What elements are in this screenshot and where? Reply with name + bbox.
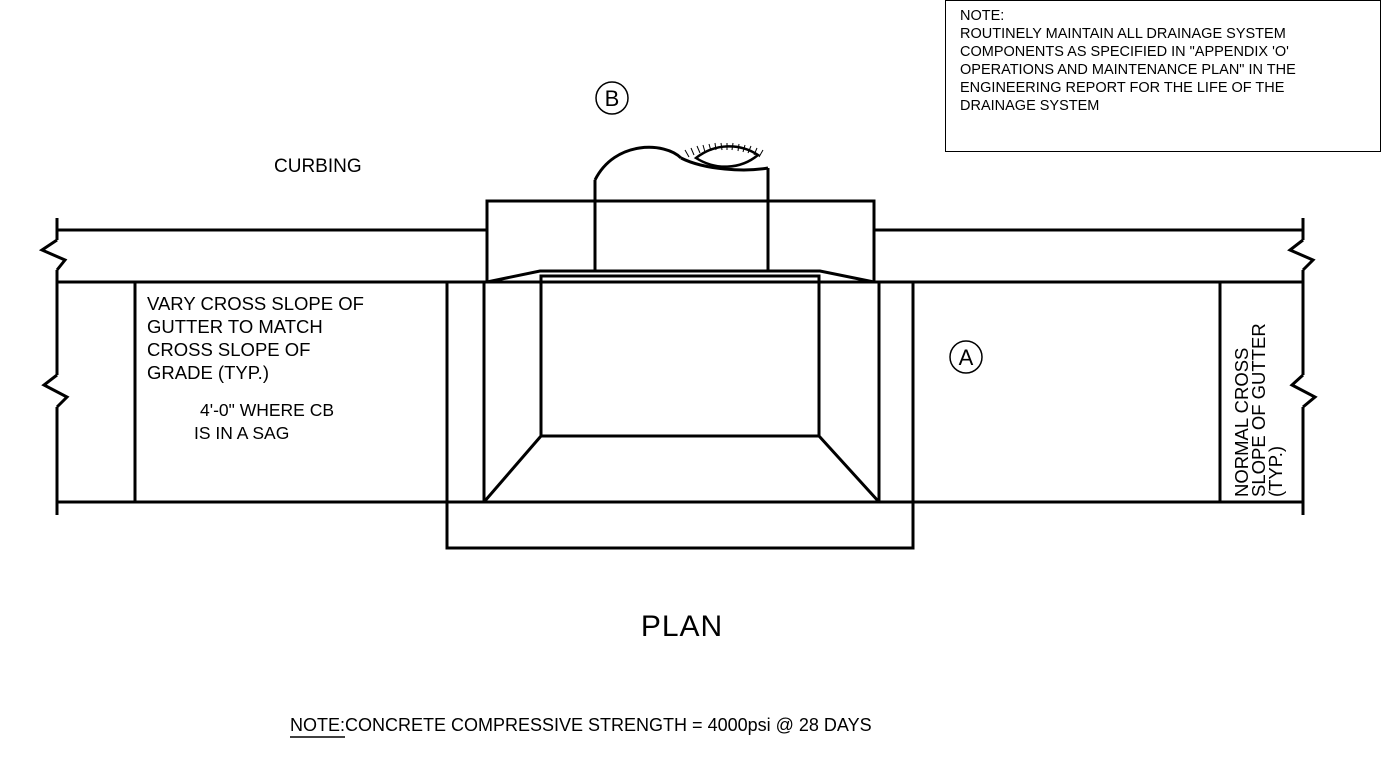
pipe-hatch: [684, 142, 764, 158]
maintenance-note-box: NOTE: ROUTINELY MAINTAIN ALL DRAINAGE SY…: [945, 0, 1381, 152]
callout-b-label: B: [605, 86, 620, 111]
vary-slope-line: GUTTER TO MATCH: [147, 316, 323, 337]
break-symbol: [41, 373, 70, 409]
sag-note-line: 4'-0" WHERE CB: [200, 400, 334, 420]
pipe-section-top: [680, 156, 769, 172]
vary-slope-line: CROSS SLOPE OF: [147, 339, 310, 360]
concrete-note-label: NOTE: [290, 715, 340, 735]
inlet-slope-line-right: [817, 434, 881, 504]
break-symbol: [1289, 373, 1318, 409]
callout-a-circle: [949, 340, 983, 374]
break-symbol: [38, 238, 68, 271]
sag-note-line: IS IN A SAG: [194, 423, 289, 443]
pipe-section-ellipse: [693, 145, 761, 168]
normal-slope-label: NORMAL CROSS SLOPE OF GUTTER (TYP.): [1231, 323, 1286, 497]
note-line: COMPONENTS AS SPECIFIED IN "APPENDIX 'O': [960, 44, 1289, 60]
inlet-slope-line-left: [482, 435, 543, 503]
concrete-note: NOTE:CONCRETE COMPRESSIVE STRENGTH = 400…: [290, 715, 872, 735]
curb-box: [485, 199, 876, 284]
note-heading: NOTE:: [960, 8, 1005, 24]
break-symbol: [1287, 238, 1316, 272]
normal-slope-line: (TYP.): [1265, 446, 1286, 497]
inlet-outer-outline: [445, 282, 915, 550]
plan-title: PLAN: [641, 610, 723, 643]
curbing-label: CURBING: [274, 156, 362, 177]
callout-a-label: A: [959, 345, 974, 370]
concrete-note-text: :CONCRETE COMPRESSIVE STRENGTH = 4000psi…: [340, 715, 872, 735]
callout-b-circle: [595, 81, 629, 115]
note-line: DRAINAGE SYSTEM: [960, 98, 1100, 114]
note-line: OPERATIONS AND MAINTENANCE PLAN" IN THE: [960, 62, 1296, 78]
vary-slope-line: GRADE (TYP.): [147, 362, 269, 383]
normal-slope-line: SLOPE OF GUTTER: [1248, 323, 1269, 497]
grate-box: [539, 274, 821, 438]
inlet-top-taper: [486, 269, 875, 284]
note-line: ENGINEERING REPORT FOR THE LIFE OF THE: [960, 80, 1285, 96]
pipe-top-arc: [593, 145, 683, 181]
vary-slope-line: VARY CROSS SLOPE OF: [147, 293, 364, 314]
note-line: ROUTINELY MAINTAIN ALL DRAINAGE SYSTEM: [960, 26, 1286, 42]
normal-slope-line: NORMAL CROSS: [1231, 348, 1252, 497]
